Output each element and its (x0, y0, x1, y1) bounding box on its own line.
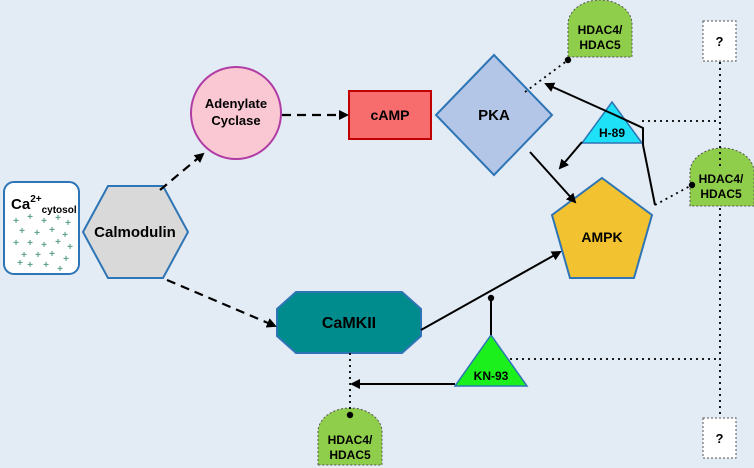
calcium-ion-plus: + (55, 237, 61, 248)
pka-node: PKA (434, 53, 554, 177)
h89-label: H-89 (599, 126, 625, 140)
calcium-ion-plus: + (13, 238, 19, 249)
hdac-top-label-line2: HDAC5 (579, 38, 621, 52)
calcium-ion-plus: + (34, 228, 40, 239)
hdac-bottom-label-line1: HDAC4/ (328, 433, 373, 447)
hdac-right-node: HDAC4/ HDAC5 (689, 147, 754, 207)
camkii-to-ampk-arrow (420, 251, 562, 331)
calcium-ion-plus: + (41, 216, 47, 227)
calcium-ion-plus: + (62, 230, 68, 241)
unknown-bottom-box: ? (702, 417, 737, 459)
kn93-inhibitor: KN-93 (453, 333, 529, 387)
calmodulin-label: Calmodulin (94, 224, 176, 241)
ca-cytosol-subscript: cytosol (42, 205, 77, 216)
calmodulin-to-camkii-arrow (166, 278, 277, 328)
pka-to-hdac-top-link (524, 56, 572, 93)
hdac-right-label-line2: HDAC5 (700, 187, 742, 201)
calcium-ion-plus: + (19, 226, 25, 237)
hdac-bottom-label-line2: HDAC5 (329, 448, 371, 462)
calcium-ion-plus: + (49, 225, 55, 236)
unknown-bottom-label: ? (716, 431, 724, 446)
calcium-ion-plus: + (65, 218, 71, 229)
calcium-ion-plus: + (13, 216, 19, 227)
calcium-ion-plus: + (17, 258, 23, 269)
calmodulin-to-adenylate-cyclase-arrow (159, 152, 205, 191)
camp-node: cAMP (348, 90, 432, 140)
ca-charge: 2+ (30, 194, 42, 205)
adenylate-cyclase-node: Adenylate Cyclase (190, 66, 282, 160)
hdac-right-label-line1: HDAC4/ (699, 172, 744, 186)
calcium-ion-plus: + (35, 250, 41, 261)
calcium-ion-plus: + (41, 240, 47, 251)
hdac-top-label-line1: HDAC4/ (578, 23, 623, 37)
calmodulin-node: Calmodulin (81, 185, 190, 279)
svg-text:Ca2+cytosol: Ca2+cytosol (11, 194, 77, 216)
calcium-ion-plus: + (63, 254, 69, 265)
camkii-node: CaMKII (276, 291, 422, 354)
kn93-label: KN-93 (474, 369, 509, 383)
h89-inhibitor: H-89 (580, 100, 644, 144)
calcium-ion-plus: + (55, 213, 61, 224)
camp-label: cAMP (371, 107, 410, 123)
calcium-ion-plus: + (49, 249, 55, 260)
calcium-ion-plus: + (67, 242, 73, 253)
ampk-node: AMPK (550, 176, 654, 279)
adenylate-cyclase-label-line2: Cyclase (211, 113, 260, 128)
ca-cytosol-box: Ca2+cytosol ++++++++++++++++++++++ (3, 181, 80, 275)
calcium-ion-plus: + (27, 238, 33, 249)
calcium-ion-plus: + (57, 264, 63, 275)
hdac-top-node: HDAC4/ HDAC5 (567, 0, 633, 58)
ampk-label: AMPK (581, 229, 622, 245)
unknown-top-label: ? (716, 34, 724, 49)
h89-to-pka-inhibition (558, 141, 583, 170)
calcium-ion-plus: + (27, 260, 33, 271)
pka-to-ampk-arrow (529, 151, 577, 204)
ampk-to-hdac-right-link (654, 181, 696, 206)
camkii-label: CaMKII (322, 315, 376, 332)
adenylate-cyclase-label-line1: Adenylate (205, 96, 267, 111)
unknown-top-box: ? (702, 20, 737, 62)
calcium-ion-plus: + (43, 260, 49, 271)
calcium-ion-plus: + (27, 212, 33, 223)
hdac-bottom-node: HDAC4/ HDAC5 (317, 407, 383, 466)
ca-label: Ca (11, 196, 31, 213)
calcium-ion-plus: + (21, 250, 27, 261)
calcium-ion-dots: ++++++++++++++++++++++ (13, 212, 73, 275)
pka-label: PKA (478, 107, 510, 124)
ampk-to-pka-feedback (544, 82, 656, 206)
